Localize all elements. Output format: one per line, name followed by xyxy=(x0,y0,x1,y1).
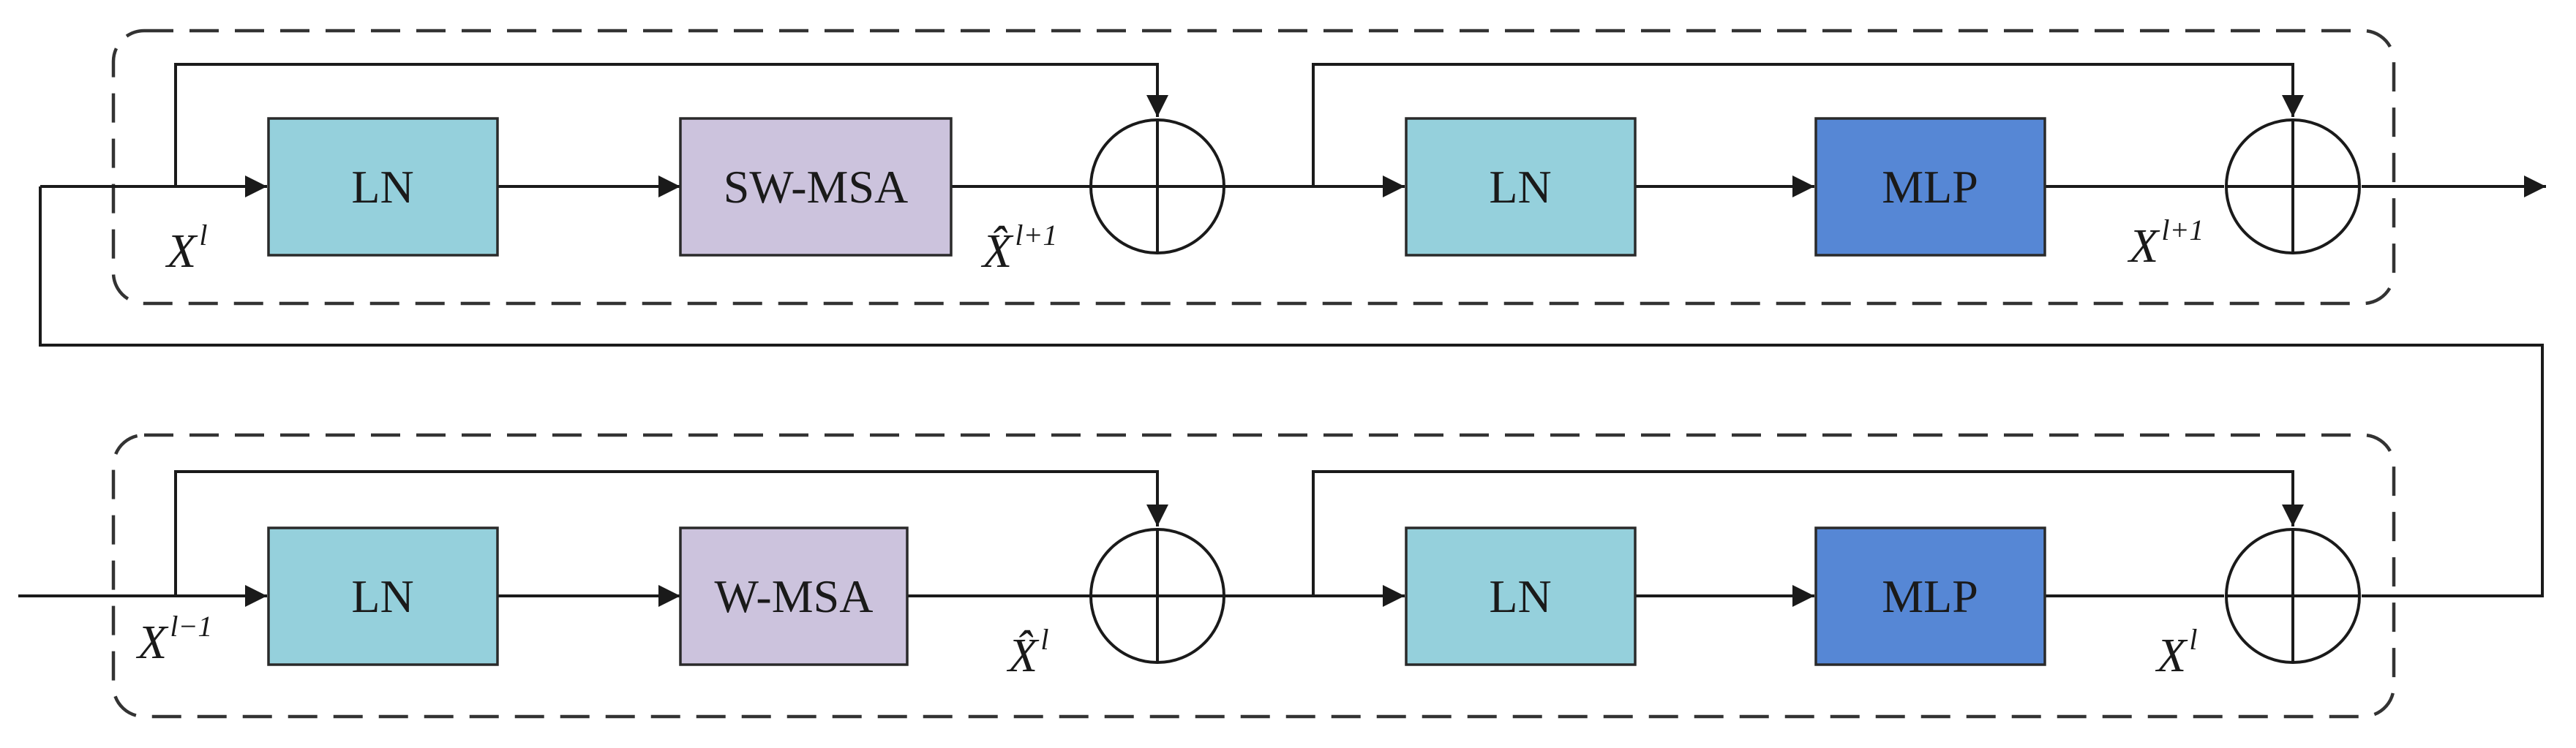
bottom-mlp-label: MLP xyxy=(1882,570,1978,622)
top-ln1-box xyxy=(267,117,499,257)
top-skip-connection-2 xyxy=(1312,63,2304,186)
top-add-node-2 xyxy=(2225,118,2361,254)
top-ln2-box xyxy=(1405,117,1637,257)
top-skip-connection-1 xyxy=(174,63,1168,186)
bottom-w-msa-box xyxy=(679,526,909,666)
bottom-skip-connection-1 xyxy=(174,470,1168,596)
bottom-w-msa-label: W-MSA xyxy=(715,570,874,622)
top-sw-msa-label: SW-MSA xyxy=(724,161,909,213)
top-mlp-label: MLP xyxy=(1882,161,1978,213)
bottom-skip-connection-2 xyxy=(1312,470,2304,596)
bottom-add-node-1 xyxy=(1089,528,1225,664)
top-mlp-box xyxy=(1814,117,2046,257)
bottom-block-dashed-frame xyxy=(111,433,2396,719)
top-ln1-label: LN xyxy=(351,161,413,213)
top-ln2-label: LN xyxy=(1489,161,1551,213)
bottom-ln2-box xyxy=(1405,526,1637,666)
top-add-node-1 xyxy=(1089,118,1225,254)
bottom-ln2-label: LN xyxy=(1489,570,1551,622)
top-block-dashed-frame xyxy=(111,29,2396,306)
bottom-mlp-box xyxy=(1814,526,2046,666)
bottom-ln1-label: LN xyxy=(351,570,413,622)
bottom-add-node-2 xyxy=(2225,528,2361,664)
top-sw-msa-box xyxy=(679,117,953,257)
top-attn-output-variable: X̂l+1 xyxy=(980,219,1057,278)
inter-block-connector xyxy=(39,186,2544,597)
bottom-ln1-box xyxy=(267,526,499,666)
bottom-attn-output-variable: X̂l xyxy=(1006,623,1048,682)
